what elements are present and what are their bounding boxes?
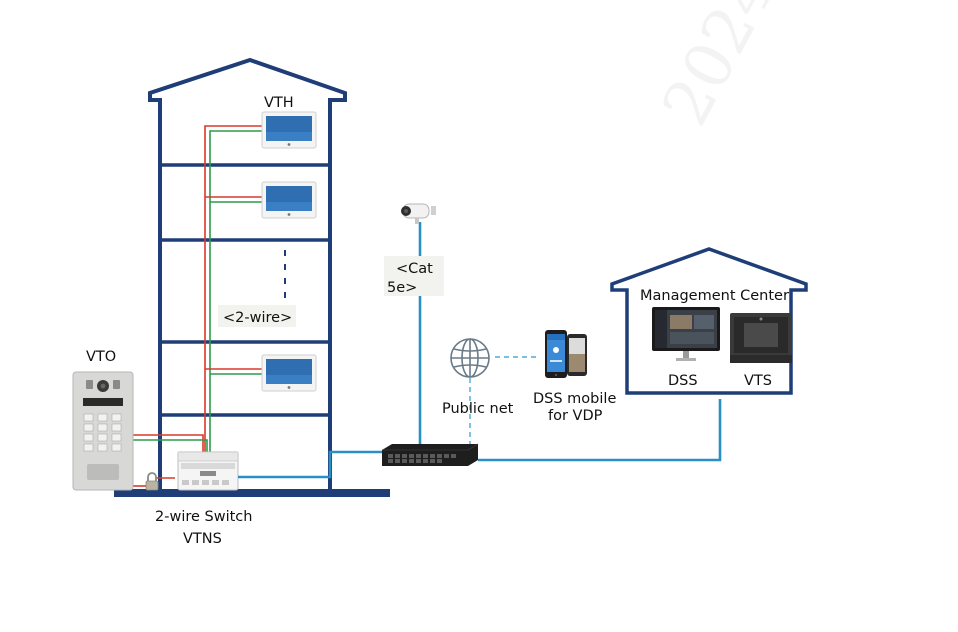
ip-camera-icon [401,203,436,224]
cat5e-label-line2: 5e> [387,280,417,296]
vth-indoor-monitor [261,181,317,219]
wire-green [133,439,208,452]
network-cabling [238,222,722,479]
smartphone-icon [545,330,587,378]
wire-red [133,434,204,452]
vts-label: VTS [744,373,772,389]
residential-building [114,57,390,497]
cat5e-label-box [384,256,444,296]
switch-label-line2: VTNS [183,531,222,547]
vth-label: VTH [264,95,294,111]
cable-vtns-to-switch [238,450,382,479]
watermark: 2024-03 [649,0,839,138]
vth-indoor-monitor [261,354,317,392]
public-net-label: Public net [442,401,514,417]
poe-network-switch [382,443,479,466]
building-outline [148,57,347,490]
cat5e-label-line1: <Cat [396,261,433,277]
vts-console-icon [730,313,792,363]
ground-line [114,489,390,497]
dss-mobile-label-line1: DSS mobile [533,391,616,407]
monitor-icon [652,307,720,361]
wire-red [204,125,262,460]
vto-door-station [72,371,134,491]
lock-icon [145,472,159,491]
wire-green [209,130,262,460]
vto-label: VTO [86,349,116,365]
two-wire-label-box [218,305,296,327]
dss-mobile-label-line2: for VDP [548,408,603,424]
vth-indoor-monitor [261,111,317,149]
dss-label: DSS [668,373,698,389]
cable-switch-to-management [478,399,722,462]
management-center-label: Management Center [640,288,789,304]
globe-icon [450,338,490,378]
two-wire-cabling [133,125,262,487]
two-wire-label: <2-wire> [223,310,292,326]
switch-label-line1: 2-wire Switch [155,509,252,525]
vtns-two-wire-switch [177,451,239,491]
wireless-links [469,356,540,446]
